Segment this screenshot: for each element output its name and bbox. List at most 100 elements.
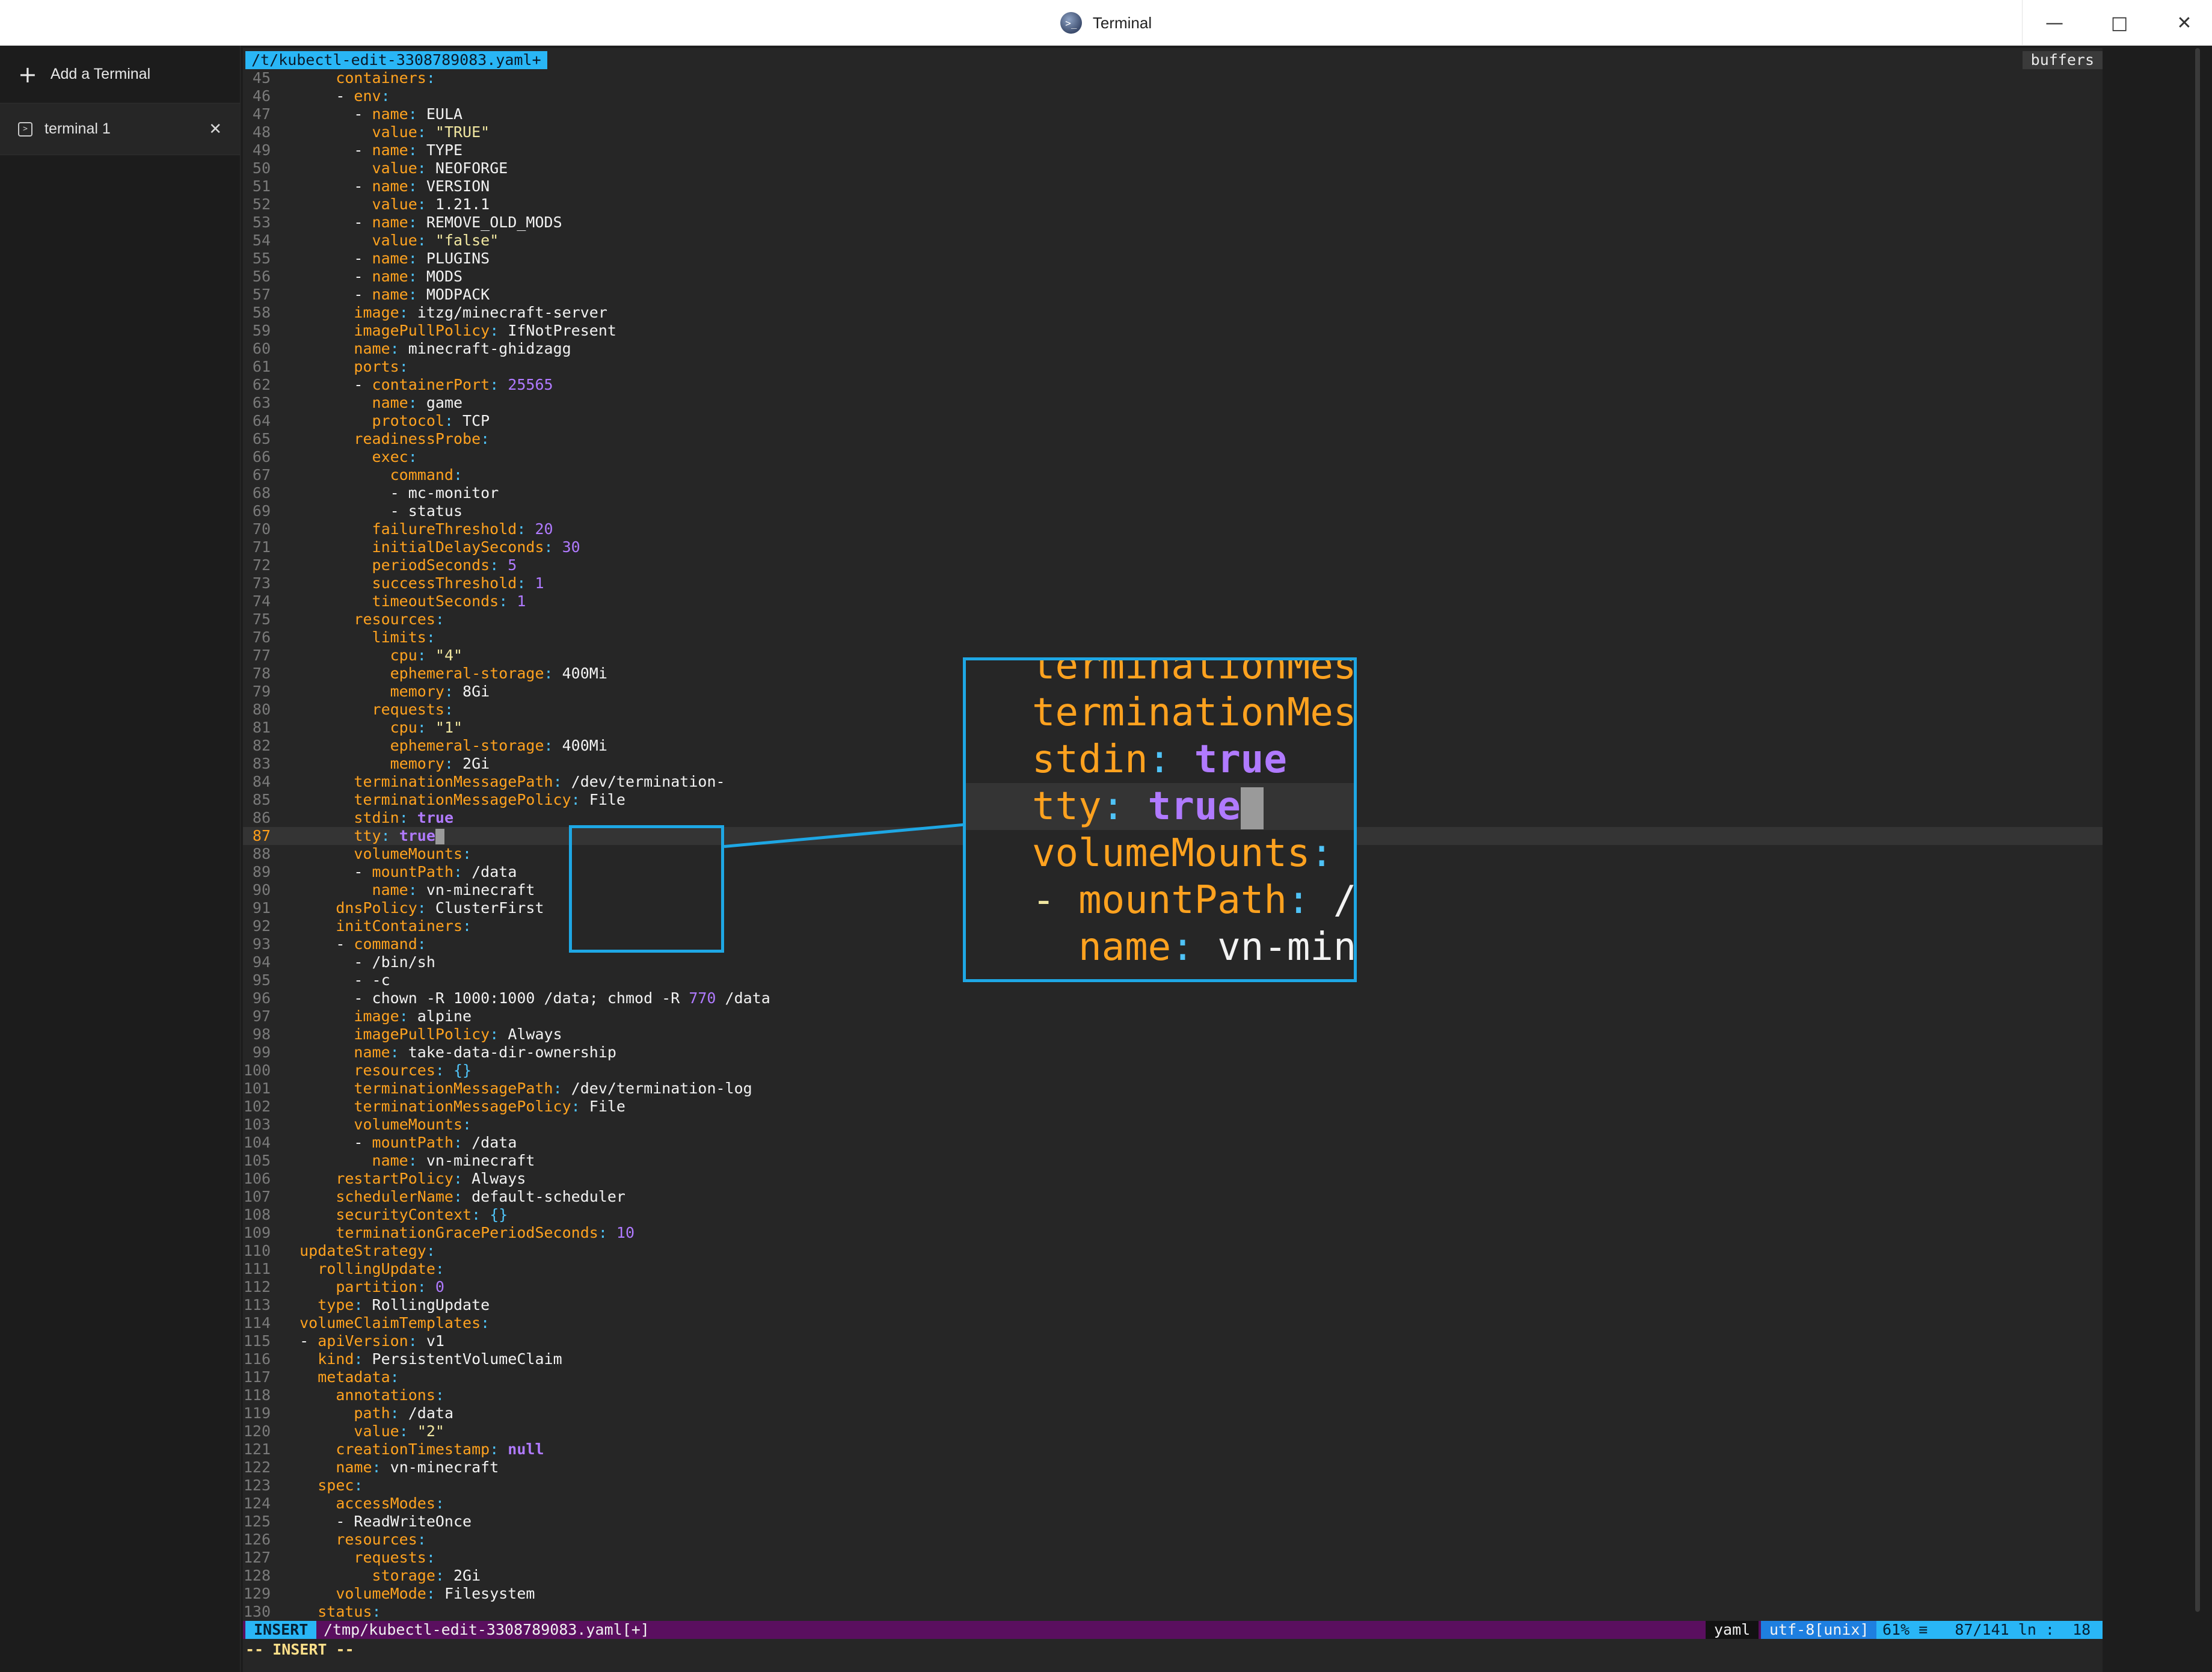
code-token <box>281 989 354 1007</box>
code-line[interactable]: 56 - name: MODS <box>243 268 2103 286</box>
buffer-tab[interactable]: /t/kubectl-edit-3308789083.yaml+ <box>245 51 547 69</box>
code-line[interactable]: 67 command: <box>243 466 2103 484</box>
terminal-pane[interactable]: /t/kubectl-edit-3308789083.yaml+ buffers… <box>243 48 2103 1672</box>
code-line[interactable]: 102 terminationMessagePolicy: File <box>243 1098 2103 1116</box>
code-line[interactable]: 94 - /bin/sh <box>243 953 2103 971</box>
code-line[interactable]: 116 kind: PersistentVolumeClaim <box>243 1350 2103 1368</box>
code-line[interactable]: 69 - status <box>243 502 2103 520</box>
code-token: imagePullPolicy <box>354 322 490 339</box>
code-line[interactable]: 86 stdin: true <box>243 809 2103 827</box>
close-tab-icon[interactable]: ✕ <box>209 120 222 138</box>
code-line[interactable]: 75 resources: <box>243 610 2103 629</box>
code-line[interactable]: 59 imagePullPolicy: IfNotPresent <box>243 322 2103 340</box>
close-window-button[interactable]: ✕ <box>2152 0 2212 46</box>
code-line[interactable]: 49 - name: TYPE <box>243 141 2103 159</box>
code-line[interactable]: 66 exec: <box>243 448 2103 466</box>
code-line[interactable]: 77 cpu: "4" <box>243 647 2103 665</box>
code-line[interactable]: 55 - name: PLUGINS <box>243 250 2103 268</box>
add-terminal-button[interactable]: + Add a Terminal <box>0 46 240 103</box>
code-line[interactable]: 127 requests: <box>243 1549 2103 1567</box>
code-line[interactable]: 85 terminationMessagePolicy: File <box>243 791 2103 809</box>
code-line[interactable]: 73 successThreshold: 1 <box>243 574 2103 592</box>
code-line[interactable]: 70 failureThreshold: 20 <box>243 520 2103 538</box>
code-line[interactable]: 104 - mountPath: /data <box>243 1134 2103 1152</box>
code-line[interactable]: 46 - env: <box>243 87 2103 105</box>
code-line[interactable]: 130 status: <box>243 1603 2103 1621</box>
code-line[interactable]: 114 volumeClaimTemplates: <box>243 1314 2103 1332</box>
code-line[interactable]: 83 memory: 2Gi <box>243 755 2103 773</box>
code-line[interactable]: 107 schedulerName: default-scheduler <box>243 1188 2103 1206</box>
code-line[interactable]: 112 partition: 0 <box>243 1278 2103 1296</box>
code-line[interactable]: 122 name: vn-minecraft <box>243 1458 2103 1477</box>
code-line[interactable]: 91 dnsPolicy: ClusterFirst <box>243 899 2103 917</box>
code-line[interactable]: 79 memory: 8Gi <box>243 683 2103 701</box>
code-line[interactable]: 115 - apiVersion: v1 <box>243 1332 2103 1350</box>
code-line[interactable]: 78 ephemeral-storage: 400Mi <box>243 665 2103 683</box>
code-line[interactable]: 50 value: NEOFORGE <box>243 159 2103 177</box>
code-line[interactable]: 98 imagePullPolicy: Always <box>243 1025 2103 1043</box>
code-line[interactable]: 63 name: game <box>243 394 2103 412</box>
code-text: requests: <box>281 1549 435 1567</box>
code-line[interactable]: 58 image: itzg/minecraft-server <box>243 304 2103 322</box>
code-line[interactable]: 101 terminationMessagePath: /dev/termina… <box>243 1080 2103 1098</box>
code-line[interactable]: 64 protocol: TCP <box>243 412 2103 430</box>
code-line[interactable]: 120 value: "2" <box>243 1422 2103 1440</box>
code-line[interactable]: 71 initialDelaySeconds: 30 <box>243 538 2103 556</box>
code-line[interactable]: 123 spec: <box>243 1477 2103 1495</box>
code-line[interactable]: 53 - name: REMOVE_OLD_MODS <box>243 214 2103 232</box>
scrollbar[interactable] <box>2195 48 2200 1612</box>
code-token: : <box>426 1242 435 1259</box>
code-line[interactable]: 97 image: alpine <box>243 1007 2103 1025</box>
code-line[interactable]: 62 - containerPort: 25565 <box>243 376 2103 394</box>
code-line[interactable]: 65 readinessProbe: <box>243 430 2103 448</box>
code-line[interactable]: 118 annotations: <box>243 1386 2103 1404</box>
minimize-button[interactable]: — <box>2022 0 2087 46</box>
code-line[interactable]: 117 metadata: <box>243 1368 2103 1386</box>
code-line[interactable]: 119 path: /data <box>243 1404 2103 1422</box>
code-line[interactable]: 92 initContainers: <box>243 917 2103 935</box>
code-line[interactable]: 81 cpu: "1" <box>243 719 2103 737</box>
code-line[interactable]: 80 requests: <box>243 701 2103 719</box>
code-line[interactable]: 110 updateStrategy: <box>243 1242 2103 1260</box>
code-line[interactable]: 128 storage: 2Gi <box>243 1567 2103 1585</box>
code-line[interactable]: 76 limits: <box>243 629 2103 647</box>
code-line[interactable]: 111 rollingUpdate: <box>243 1260 2103 1278</box>
code-line[interactable]: 52 value: 1.21.1 <box>243 195 2103 214</box>
code-line[interactable]: 109 terminationGracePeriodSeconds: 10 <box>243 1224 2103 1242</box>
code-line[interactable]: 72 periodSeconds: 5 <box>243 556 2103 574</box>
maximize-button[interactable]: □ <box>2087 0 2152 46</box>
code-line[interactable]: 90 name: vn-minecraft <box>243 881 2103 899</box>
code-line[interactable]: 68 - mc-monitor <box>243 484 2103 502</box>
code-line[interactable]: 54 value: "false" <box>243 232 2103 250</box>
code-line[interactable]: 126 resources: <box>243 1531 2103 1549</box>
code-line[interactable]: 48 value: "TRUE" <box>243 123 2103 141</box>
code-line[interactable]: 47 - name: EULA <box>243 105 2103 123</box>
code-line[interactable]: 60 name: minecraft-ghidzagg <box>243 340 2103 358</box>
sidebar-item-terminal-1[interactable]: > terminal 1 ✕ <box>0 103 240 155</box>
code-line[interactable]: 108 securityContext: {} <box>243 1206 2103 1224</box>
code-line[interactable]: 100 resources: {} <box>243 1062 2103 1080</box>
code-line[interactable]: 89 - mountPath: /data <box>243 863 2103 881</box>
line-number: 122 <box>243 1458 271 1476</box>
code-line[interactable]: 113 type: RollingUpdate <box>243 1296 2103 1314</box>
code-line[interactable]: 93 - command: <box>243 935 2103 953</box>
code-line[interactable]: 106 restartPolicy: Always <box>243 1170 2103 1188</box>
code-line[interactable]: 88 volumeMounts: <box>243 845 2103 863</box>
code-line[interactable]: 61 ports: <box>243 358 2103 376</box>
code-line[interactable]: 95 - -c <box>243 971 2103 989</box>
code-line[interactable]: 51 - name: VERSION <box>243 177 2103 195</box>
code-line[interactable]: 84 terminationMessagePath: /dev/terminat… <box>243 773 2103 791</box>
code-line[interactable]: 105 name: vn-minecraft <box>243 1152 2103 1170</box>
code-line[interactable]: 129 volumeMode: Filesystem <box>243 1585 2103 1603</box>
code-line[interactable]: 82 ephemeral-storage: 400Mi <box>243 737 2103 755</box>
code-line[interactable]: 57 - name: MODPACK <box>243 286 2103 304</box>
code-line[interactable]: 45 containers: <box>243 69 2103 87</box>
code-line[interactable]: 124 accessModes: <box>243 1495 2103 1513</box>
code-line[interactable]: 74 timeoutSeconds: 1 <box>243 592 2103 610</box>
code-line[interactable]: 121 creationTimestamp: null <box>243 1440 2103 1458</box>
code-line[interactable]: 125 - ReadWriteOnce <box>243 1513 2103 1531</box>
code-line[interactable]: 96 - chown -R 1000:1000 /data; chmod -R … <box>243 989 2103 1007</box>
code-line[interactable]: 99 name: take-data-dir-ownership <box>243 1043 2103 1062</box>
code-line[interactable]: 103 volumeMounts: <box>243 1116 2103 1134</box>
